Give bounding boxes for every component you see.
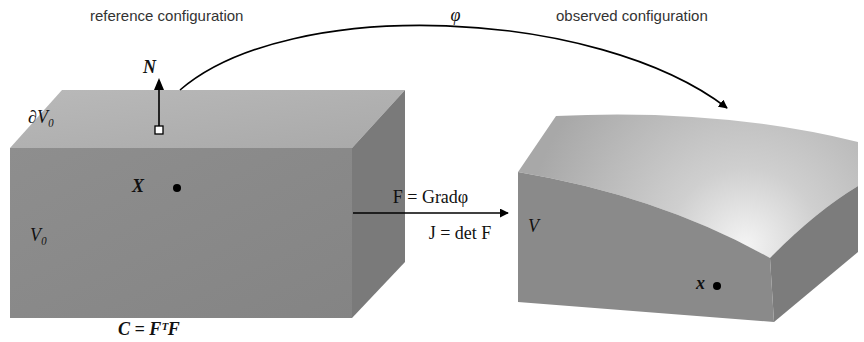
- region-label: V: [528, 217, 539, 237]
- heading: reference configuration: [90, 8, 243, 25]
- mapping-arrow: [180, 25, 727, 108]
- gradient-arrow: [353, 212, 508, 214]
- tensor-label: C = FᵀF: [118, 320, 180, 340]
- point-label: X: [132, 177, 144, 197]
- normal-arrow: [158, 86, 160, 127]
- normal-label: N: [143, 58, 156, 78]
- material-point: [173, 184, 181, 192]
- surface-patch: [155, 126, 163, 134]
- body-region: Vx: [518, 118, 858, 322]
- deformed-front-face: [518, 172, 774, 322]
- spatial-point: [713, 282, 721, 290]
- jacobian-label: J = det F: [429, 224, 492, 244]
- block-top-face: [10, 90, 405, 148]
- block-front-face: [10, 148, 352, 318]
- region-label: V₀: [30, 226, 47, 246]
- edge-label: F = Gradφ: [393, 188, 469, 208]
- normal-arrowhead: [154, 78, 164, 90]
- deformed-side-face: [770, 186, 858, 322]
- body-region: ∂V₀ X V₀: [10, 88, 405, 318]
- point-label: x: [696, 274, 705, 294]
- edge-label: φ: [451, 6, 461, 26]
- heading: observed configuration: [556, 8, 708, 25]
- boundary-label: ∂V₀: [28, 108, 54, 128]
